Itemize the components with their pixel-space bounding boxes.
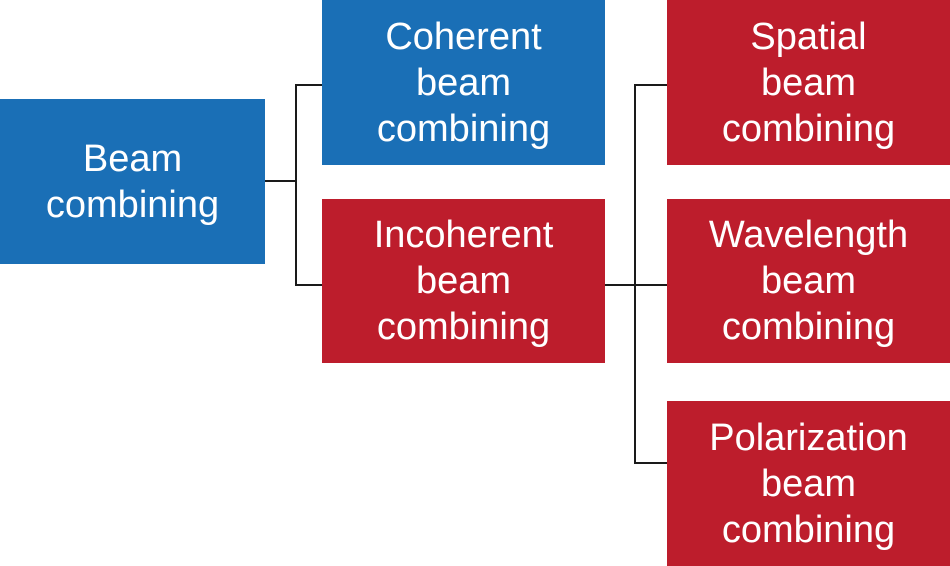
connector-to-spatial [634, 84, 667, 86]
connector-incoherent-stem [605, 284, 636, 286]
coherent-beam-combining-label: Coherent beam combining [376, 15, 551, 150]
incoherent-beam-combining-label: Incoherent beam combining [373, 214, 554, 348]
wavelength-beam-combining-label: Wavelength beam combining [708, 214, 909, 348]
spatial-beam-combining-box: Spatial beam combining [667, 0, 950, 165]
connector-level2-spine [634, 84, 636, 464]
wavelength-beam-combining-box: Wavelength beam combining [667, 199, 950, 363]
connector-level1-spine [295, 84, 297, 286]
polarization-beam-combining-label: Polarization beam combining [709, 416, 908, 551]
polarization-beam-combining-box: Polarization beam combining [667, 401, 950, 566]
beam-combining-box: Beam combining [0, 99, 265, 264]
spatial-beam-combining-label: Spatial beam combining [721, 15, 896, 150]
connector-to-coherent [295, 84, 322, 86]
incoherent-beam-combining-box: Incoherent beam combining [322, 199, 605, 363]
beam-combining-label: Beam combining [45, 137, 220, 226]
connector-to-polarization [634, 462, 667, 464]
connector-root-stem [265, 180, 296, 182]
connector-to-incoherent [295, 284, 322, 286]
coherent-beam-combining-box: Coherent beam combining [322, 0, 605, 165]
connector-to-wavelength [634, 284, 667, 286]
